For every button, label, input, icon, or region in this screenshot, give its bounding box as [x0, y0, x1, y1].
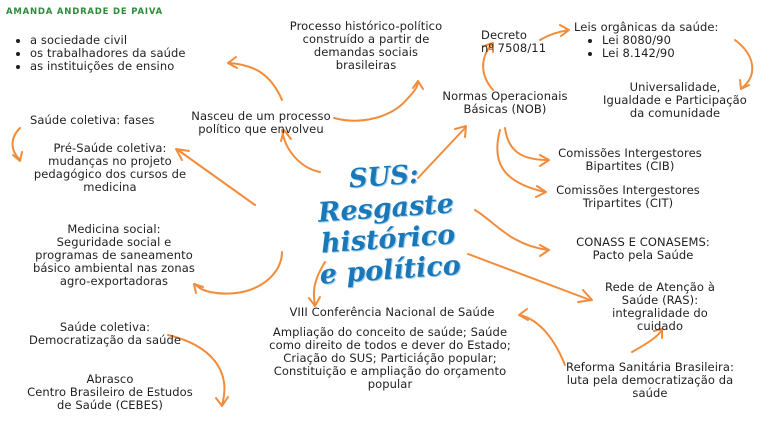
- actors-list: a sociedade civil os trabalhadores da sa…: [16, 34, 186, 73]
- ras-note: Rede de Atenção à Saúde (RAS): integrali…: [605, 280, 715, 333]
- list-item: os trabalhadores da saúde: [30, 47, 186, 60]
- arrow-nob-to-cib: [504, 127, 549, 161]
- arrowhead: [739, 79, 750, 90]
- arrowhead: [215, 396, 229, 407]
- abrasco-note: Abrasco Centro Brasileiro de Estudos de …: [27, 372, 193, 412]
- arrowhead: [518, 308, 529, 321]
- arrowhead: [227, 56, 238, 69]
- list-item: Lei 8.142/90: [602, 47, 719, 60]
- arrow-leis-to-universalidade: [734, 39, 754, 89]
- arrowhead: [577, 289, 593, 303]
- processo-note: Processo histórico-político construído a…: [289, 19, 443, 72]
- conass-note: CONASS E CONASEMS: Pacto pela Saúde: [576, 235, 710, 262]
- arrow-nob-to-cit: [496, 129, 546, 193]
- arrowhead: [308, 296, 321, 307]
- arrow-nob-to-decreto: [482, 43, 494, 91]
- arrow-democratizacao-to-abrasco: [167, 334, 226, 406]
- nob-note: Normas Operacionais Básicas (NOB): [442, 89, 568, 116]
- arrowhead: [412, 80, 424, 90]
- arrowhead: [12, 151, 23, 162]
- medicina-note: Medicina social: Seguridade social e pro…: [32, 222, 196, 288]
- list-item: as instituições de ensino: [30, 60, 186, 73]
- arrowhead: [175, 148, 190, 161]
- arrowhead: [653, 328, 663, 339]
- list-item: Lei 8080/90: [602, 34, 719, 47]
- reforma-note: Reforma Sanitária Brasileira: luta pela …: [566, 360, 734, 400]
- viii-conferencia-note: VIII Conferência Nacional de Saúde: [289, 305, 495, 319]
- arrow-title-to-fases: [177, 149, 256, 206]
- arrow-nasceu-to-processo: [333, 81, 419, 122]
- cit-note: Comissões Intergestores Tripartites (CIT…: [556, 183, 700, 210]
- arrowhead: [559, 24, 570, 37]
- arrow-fases-to-pre: [11, 127, 21, 161]
- arrowhead: [539, 154, 550, 167]
- arrowhead: [454, 125, 467, 138]
- arrowhead: [535, 185, 547, 198]
- arrow-reforma-from-ras: [631, 329, 663, 353]
- pre-saude-note: Pré-Saúde coletiva: mudanças no projeto …: [33, 141, 187, 194]
- arrow-nasceu-to-actors: [229, 62, 283, 101]
- fases-note: Saúde coletiva: fases: [30, 113, 155, 127]
- arrow-title-to-ras: [467, 253, 591, 301]
- arrow-decreto-to-leis: [539, 29, 569, 41]
- arrowhead: [483, 42, 494, 53]
- arrowhead: [280, 129, 292, 142]
- arrow-reforma-to-viii: [519, 314, 566, 366]
- center-title: SUS: Resgaste histórico e político: [258, 153, 516, 294]
- cib-note: Comissões Intergestores Bipartites (CIB): [558, 146, 702, 173]
- arrowhead: [193, 283, 204, 294]
- arrow-title-to-conass: [474, 209, 549, 251]
- nasceu-note: Nasceu de um processo político que envol…: [191, 109, 331, 136]
- ampliacao-note: Ampliação do conceito de saúde; Saúde co…: [269, 325, 511, 391]
- arrow-title-to-nob: [417, 127, 466, 179]
- author-name: AMANDA ANDRADE DE PAIVA: [6, 7, 164, 17]
- leis-note: Leis orgânicas da saúde: Lei 8080/90 Lei…: [574, 21, 719, 60]
- decreto-note: Decreto nº 7508/11: [481, 28, 547, 55]
- list-item: a sociedade civil: [30, 34, 186, 47]
- arrow-title-to-viii: [312, 261, 326, 306]
- universalidade-note: Universalidade, Igualdade e Participação…: [603, 80, 747, 120]
- arrowhead: [539, 244, 550, 257]
- democratizacao-note: Saúde coletiva: Democratização da saúde: [28, 320, 182, 347]
